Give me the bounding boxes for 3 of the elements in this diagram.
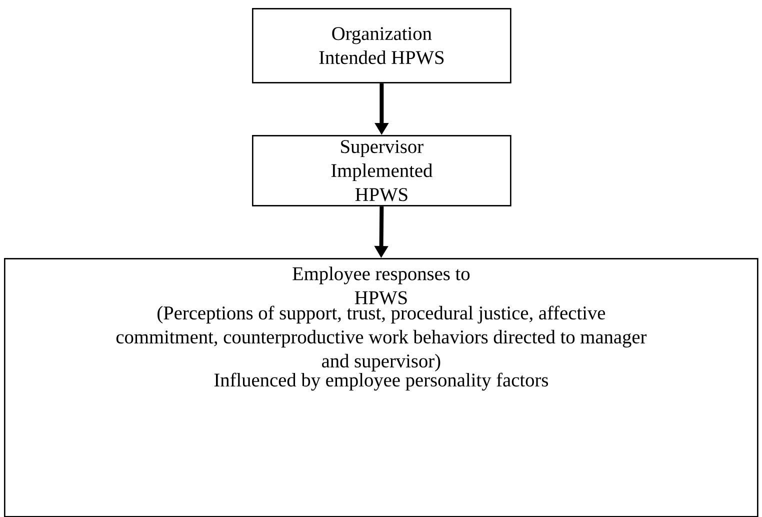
process-box: Organization Intended HPWS	[252, 8, 512, 84]
process-box: Employee responses to HPWS (Perceptions of support, trust, procedural justice, affective commitment, counterproductive work behaviors directed to manager and supervisor) Influenced by employee personality factors	[4, 258, 758, 517]
process-box: Supervisor Implemented HPWS	[252, 135, 512, 206]
